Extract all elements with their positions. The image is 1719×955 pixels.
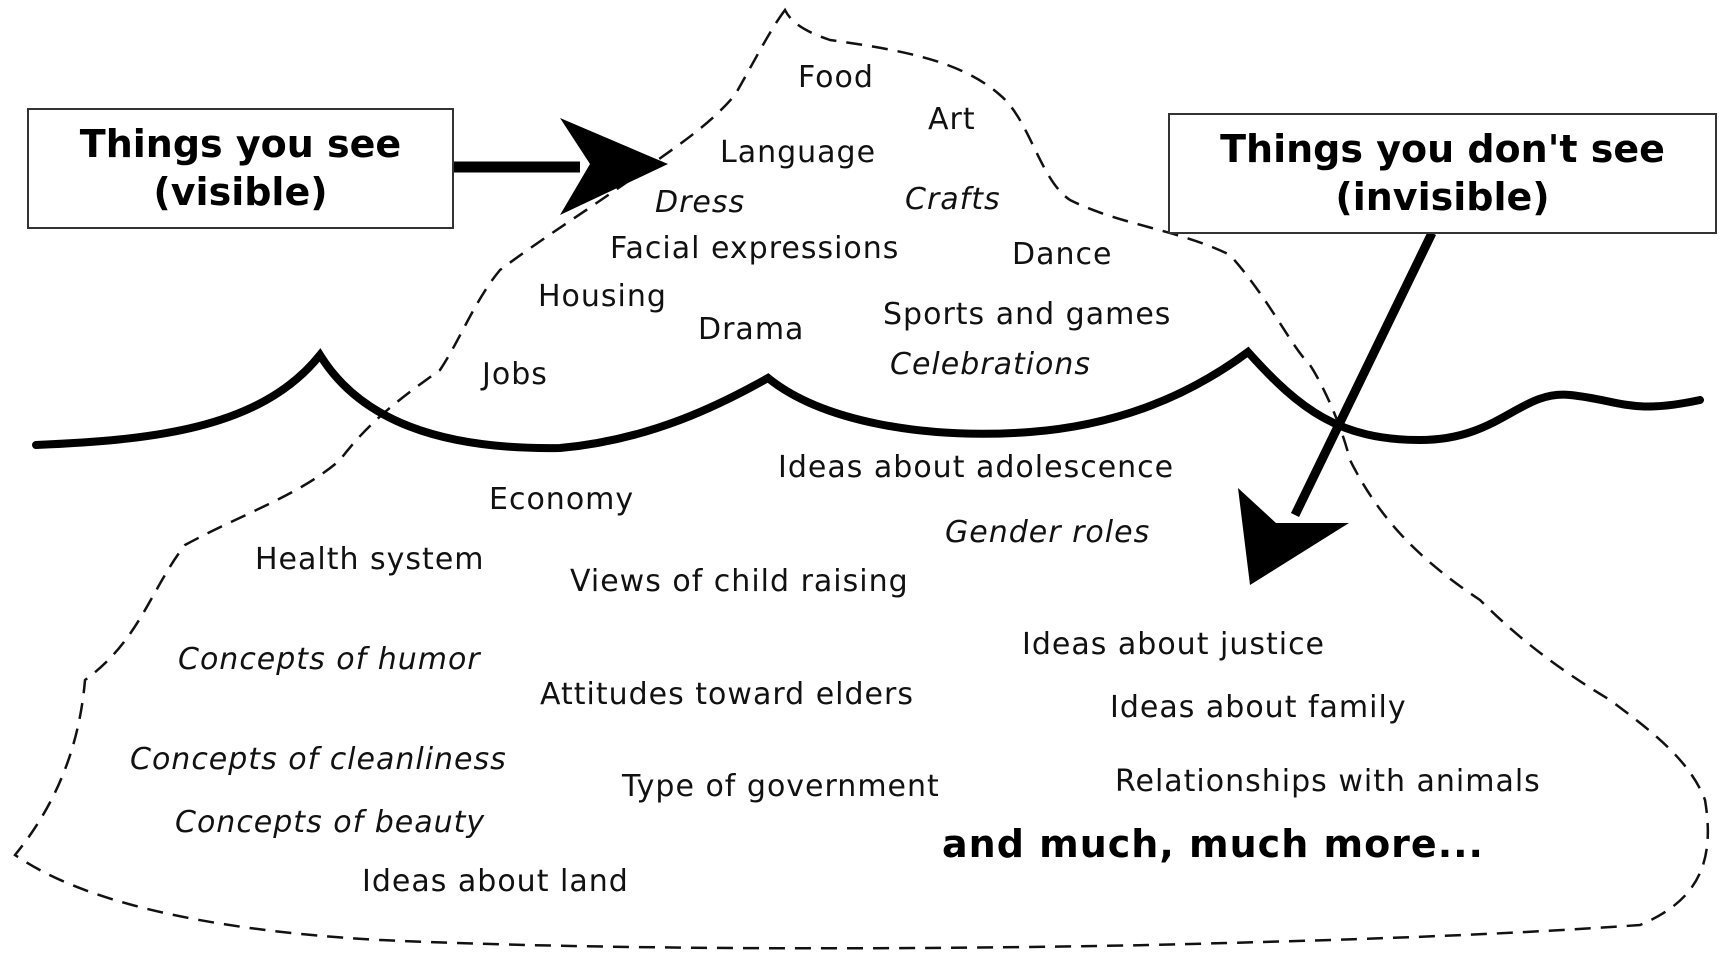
item-ideas-about-land: Ideas about land bbox=[362, 864, 629, 899]
item-type-of-government: Type of government bbox=[622, 769, 940, 804]
item-ideas-about-adolescence: Ideas about adolescence bbox=[778, 450, 1175, 485]
visible-label-box: Things you see (visible) bbox=[27, 108, 454, 229]
invisible-arrow-shaft bbox=[1290, 231, 1437, 517]
water-line bbox=[32, 346, 1704, 453]
item-art: Art bbox=[928, 102, 976, 137]
and-much-more-text: and much, much more... bbox=[942, 822, 1484, 866]
item-economy: Economy bbox=[489, 482, 635, 517]
invisible-box-line2: (invisible) bbox=[1335, 174, 1550, 219]
visible-box-line2: (visible) bbox=[153, 169, 328, 214]
item-relationships-with-animals: Relationships with animals bbox=[1115, 764, 1541, 799]
item-ideas-about-family: Ideas about family bbox=[1110, 690, 1407, 725]
item-facial-expressions: Facial expressions bbox=[610, 231, 900, 266]
item-dance: Dance bbox=[1012, 237, 1113, 272]
item-housing: Housing bbox=[538, 279, 667, 314]
item-jobs: Jobs bbox=[482, 357, 548, 392]
visible-arrow-head bbox=[560, 118, 668, 215]
item-crafts: Crafts bbox=[905, 182, 1001, 217]
item-sports-and-games: Sports and games bbox=[883, 297, 1172, 332]
item-drama: Drama bbox=[698, 312, 805, 347]
item-health-system: Health system bbox=[255, 542, 485, 577]
invisible-label-box: Things you don't see (invisible) bbox=[1168, 113, 1717, 234]
item-concepts-of-beauty: Concepts of beauty bbox=[175, 805, 486, 840]
item-concepts-of-cleanliness: Concepts of cleanliness bbox=[130, 742, 507, 777]
item-attitudes-toward-elders: Attitudes toward elders bbox=[540, 677, 914, 712]
item-concepts-of-humor: Concepts of humor bbox=[178, 642, 481, 677]
item-language: Language bbox=[720, 135, 877, 170]
visible-box-line1: Things you see bbox=[79, 122, 402, 166]
item-ideas-about-justice: Ideas about justice bbox=[1022, 627, 1326, 662]
item-views-of-child-raising: Views of child raising bbox=[570, 564, 909, 599]
invisible-box-line1: Things you don't see bbox=[1220, 127, 1665, 171]
item-dress: Dress bbox=[655, 185, 746, 220]
item-celebrations: Celebrations bbox=[890, 347, 1092, 382]
item-food: Food bbox=[798, 60, 874, 95]
invisible-arrow-head bbox=[1238, 488, 1349, 585]
item-gender-roles: Gender roles bbox=[945, 515, 1151, 550]
